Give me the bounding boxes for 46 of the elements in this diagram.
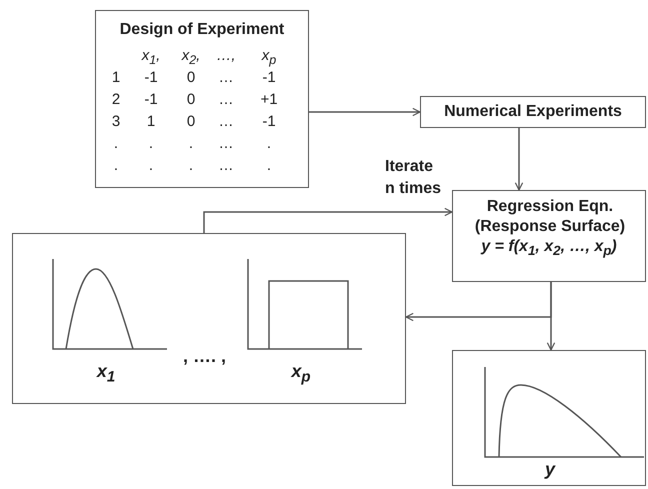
table-cell-text: 0: [186, 113, 196, 130]
axis-label: x$_{p}$: [290, 361, 312, 386]
table-cell-text: .: [148, 157, 154, 174]
process-box: [12, 233, 406, 404]
table-cell-text: .: [112, 135, 120, 152]
table-cell-text: .: [188, 135, 194, 152]
table-cell-text: …: [218, 113, 234, 130]
arrow: [546, 282, 556, 351]
design-table-box: [95, 10, 309, 188]
axis-label: x$_{1}$: [95, 361, 116, 386]
table-cell-text: -1: [261, 113, 277, 130]
arrow: [514, 128, 524, 191]
table-heading: Design of Experiment: [118, 21, 286, 39]
table-cell-text: .: [148, 135, 154, 152]
box-text: Regression Eqn. (Response Surface): [474, 197, 626, 237]
table-cell-text: .: [188, 157, 194, 174]
table-cell-text: -1: [261, 69, 277, 86]
table-cell-text: 0: [186, 91, 196, 108]
axis-label: y: [543, 459, 557, 480]
table-cell-text: x$_{1}$,: [140, 47, 162, 67]
table-cell-text: x$_{2}$,: [180, 47, 202, 67]
table-cell-text: .: [266, 135, 272, 152]
table-cell-text: 1: [146, 113, 156, 130]
process-box: [452, 190, 646, 282]
table-cell-text: .: [112, 157, 120, 174]
table-cell-text: +1: [259, 91, 279, 108]
table-cell-text: 1: [110, 69, 122, 86]
table-cell-text: …: [218, 157, 234, 174]
arrow: [309, 108, 421, 116]
arrow: [203, 208, 453, 233]
table-cell-text: 0: [186, 69, 196, 86]
table-cell-text: .: [266, 157, 272, 174]
output-plot-box: [452, 350, 646, 486]
separator-text: , …. ,: [183, 346, 226, 367]
box-text: Numerical Experiments: [443, 102, 623, 122]
table-cell-text: 2: [110, 91, 122, 108]
table-cell-text: -1: [143, 91, 159, 108]
table-cell-text: …: [218, 135, 234, 152]
table-cell-text: 3: [110, 113, 122, 130]
table-cell-text: x$_{p}$: [260, 47, 278, 67]
table-cell-text: …: [218, 91, 234, 108]
table-cell-text: …,: [215, 47, 237, 64]
process-box: [420, 96, 646, 128]
table-cell-text: …: [218, 69, 234, 86]
table-cell-text: -1: [143, 69, 159, 86]
equation: y = f(x$_{1}$, x$_{2}$, …, x$_{p}$): [480, 237, 618, 260]
